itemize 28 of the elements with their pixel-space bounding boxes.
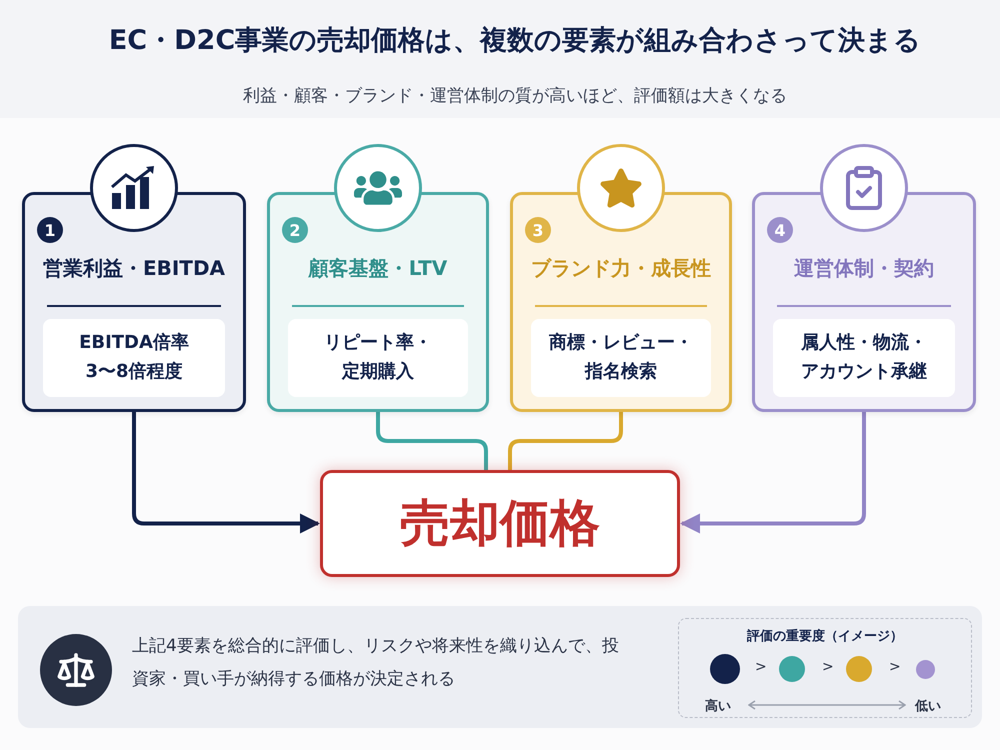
card-heading: 運営体制・契約 <box>793 255 935 282</box>
card-heading: 顧客基盤・LTV <box>307 255 448 282</box>
detail-box: 商標・レビュー・指名検索 <box>531 319 711 397</box>
number-badge: 3 <box>525 217 551 243</box>
card-heading: 営業利益・EBITDA <box>42 255 226 282</box>
number-badge: 2 <box>282 217 308 243</box>
factor-card <box>510 192 732 412</box>
detail-box: EBITDA倍率 3〜8倍程度 <box>43 319 225 397</box>
connector-arrow <box>132 412 320 534</box>
detail-box: リピート率・定期購入 <box>288 319 468 397</box>
greater-sign: > <box>889 659 901 675</box>
result-box: 売却価格 <box>320 470 680 577</box>
number-badge: 4 <box>767 217 793 243</box>
legend-title: 評価の重要度（イメージ） <box>746 628 904 645</box>
card-heading: ブランド力・成長性 <box>530 255 712 282</box>
scale-end-label: 低い <box>915 698 941 715</box>
number-badge: 1 <box>37 217 63 243</box>
summary-text: 上記4要素を総合的に評価し、リスクや将来性を織り込んで、投資家・買い手が納得する価格が決定される <box>132 635 620 692</box>
factor-card <box>22 192 246 412</box>
subtitle: 利益・顧客・ブランド・運営体制の質が高いほど、評価額は大きくなる <box>242 85 788 107</box>
factor-card <box>267 192 489 412</box>
connector-arrow <box>680 412 866 534</box>
scale-end-label: 高い <box>705 698 731 715</box>
factor-card <box>752 192 976 412</box>
greater-sign: > <box>755 659 767 675</box>
greater-sign: > <box>822 659 834 675</box>
detail-box: 属人性・物流・アカウント承継 <box>773 319 955 397</box>
title: EC・D2C事業の売却価格は、複数の要素が組み合わさって決まる <box>108 24 922 58</box>
